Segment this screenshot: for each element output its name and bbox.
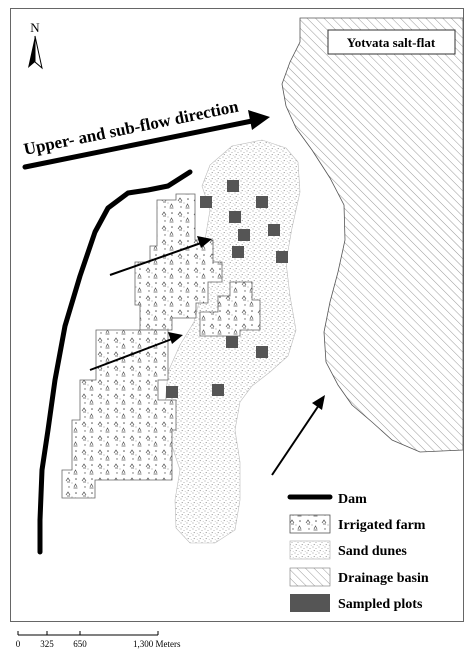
drainage-basin bbox=[281, 17, 464, 453]
main-flow-arrow bbox=[22, 110, 270, 170]
legend-label-sand: Sand dunes bbox=[338, 544, 407, 559]
arrow-head bbox=[312, 395, 325, 410]
irrigated-farm-lower bbox=[61, 329, 177, 499]
sampled-plots bbox=[166, 180, 288, 398]
legend-label-farm: Irrigated farm bbox=[338, 518, 426, 533]
flow-arrows bbox=[89, 236, 325, 476]
place-label-box bbox=[327, 29, 456, 55]
sampled-plot bbox=[229, 211, 241, 223]
scale-tick-label: 325 bbox=[40, 639, 54, 649]
legend-label-dam: Dam bbox=[338, 492, 367, 507]
legend-label-plots: Sampled plots bbox=[338, 597, 423, 612]
scale-tick-label: 1,300 Meters bbox=[133, 639, 181, 649]
sampled-plot bbox=[227, 180, 239, 192]
irrigated-farm-middle bbox=[199, 281, 261, 337]
legend-drainage-symbol bbox=[289, 567, 331, 587]
sampled-plot bbox=[238, 229, 250, 241]
sampled-plot bbox=[232, 246, 244, 258]
north-label: N bbox=[30, 20, 40, 35]
legend-label-drainage: Drainage basin bbox=[338, 571, 429, 586]
arrow-head bbox=[168, 332, 183, 344]
flow-arrow bbox=[271, 404, 320, 476]
legend-farm-symbol bbox=[289, 514, 331, 534]
flow-arrow bbox=[109, 242, 202, 276]
sampled-plot bbox=[268, 224, 280, 236]
sampled-plot bbox=[276, 251, 288, 263]
sampled-plot bbox=[166, 386, 178, 398]
legend: Dam Irrigated farm Sand dunes Drainage b… bbox=[287, 492, 429, 612]
scale-tick-label: 0 bbox=[16, 639, 21, 649]
place-label: Yotvata salt-flat bbox=[347, 35, 436, 50]
arrow-head bbox=[197, 236, 212, 248]
legend-sand-symbol bbox=[289, 540, 331, 560]
scale-tick-label: 650 bbox=[73, 639, 87, 649]
sampled-plot bbox=[256, 346, 268, 358]
north-arrow-icon: N bbox=[28, 20, 43, 70]
sampled-plot bbox=[212, 384, 224, 396]
sampled-plot bbox=[226, 336, 238, 348]
flow-arrow bbox=[89, 338, 173, 371]
sampled-plot bbox=[256, 196, 268, 208]
sampled-plot bbox=[200, 196, 212, 208]
irrigated-farm-upper bbox=[134, 193, 223, 331]
scale-bar: 0 325 650 1,300 Meters bbox=[16, 631, 181, 649]
dam-line bbox=[37, 169, 193, 555]
legend-plot-symbol bbox=[290, 594, 330, 612]
